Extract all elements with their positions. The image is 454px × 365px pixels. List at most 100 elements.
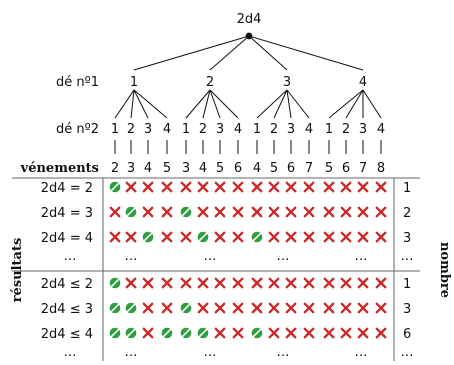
cross-icon (125, 231, 137, 243)
cross-icon (285, 181, 297, 193)
die2-nodes: 1 2 3 4 1 2 3 4 1 2 3 4 1 2 3 4 (111, 122, 385, 137)
svg-text:…: … (355, 249, 368, 264)
cross-icon (357, 302, 369, 314)
row-label-le3: 2d4 ≤ 3 (41, 302, 93, 317)
cross-icon (161, 231, 173, 243)
check-circle-icon (142, 231, 154, 243)
svg-text:4: 4 (163, 122, 171, 137)
cross-icon (251, 206, 263, 218)
svg-text:1: 1 (325, 122, 333, 137)
svg-text:7: 7 (305, 161, 313, 176)
root-branches (133, 35, 364, 71)
check-circle-icon (109, 327, 121, 339)
svg-text:3: 3 (216, 122, 224, 137)
svg-text:…: … (125, 249, 138, 264)
cross-icon (285, 327, 297, 339)
cross-icon (214, 206, 226, 218)
check-circle-icon (125, 302, 137, 314)
cross-icon (303, 277, 315, 289)
cross-icon (375, 231, 387, 243)
svg-text:…: … (277, 249, 290, 264)
cross-icon (161, 181, 173, 193)
results-table-grid (12, 177, 420, 361)
cross-icon (180, 277, 192, 289)
cross-icon (268, 231, 280, 243)
check-circle-icon (180, 206, 192, 218)
svg-text:6: 6 (342, 161, 350, 176)
count-column: 1 2 3 1 3 6 (403, 181, 411, 342)
cross-icon (142, 302, 154, 314)
count-eq3: 2 (403, 206, 411, 221)
svg-text:…: … (401, 249, 414, 264)
cross-icon (323, 277, 335, 289)
svg-text:2: 2 (342, 122, 350, 137)
cross-icon (125, 277, 137, 289)
cross-icon (340, 277, 352, 289)
events-label: vénements (20, 161, 99, 176)
cross-icon (323, 181, 335, 193)
svg-text:4: 4 (377, 122, 385, 137)
svg-text:2: 2 (111, 161, 119, 176)
tree-root-label: 2d4 (237, 12, 262, 27)
count-eq4: 3 (403, 231, 411, 246)
svg-text:2: 2 (127, 122, 135, 137)
row-label-ellipsis-bottom: … (64, 345, 77, 360)
cross-icon (268, 181, 280, 193)
column-ellipses: … … … … … … … … … … (125, 249, 414, 360)
cross-icon (142, 327, 154, 339)
count-eq2: 1 (403, 181, 411, 196)
die1-node-2: 2 (206, 75, 214, 90)
check-circle-icon (161, 327, 173, 339)
cross-icon (180, 231, 192, 243)
check-circle-icon (197, 327, 209, 339)
die1-node-4: 4 (359, 75, 367, 90)
cross-icon (357, 206, 369, 218)
die1-nodes: 1 2 3 4 (130, 75, 367, 90)
cross-icon (340, 327, 352, 339)
cross-icon (214, 231, 226, 243)
cross-icon (197, 181, 209, 193)
svg-text:7: 7 (359, 161, 367, 176)
cross-icon (303, 231, 315, 243)
cross-icon (197, 206, 209, 218)
subtree-branches (114, 89, 382, 119)
cross-icon (197, 302, 209, 314)
cross-icon (214, 277, 226, 289)
check-circle-icon (109, 302, 121, 314)
svg-text:1: 1 (182, 122, 190, 137)
row-label-eq4: 2d4 = 4 (41, 231, 93, 246)
cross-icon (375, 327, 387, 339)
cross-icon (375, 181, 387, 193)
cross-icon (214, 181, 226, 193)
check-circle-icon (125, 206, 137, 218)
svg-text:1: 1 (111, 122, 119, 137)
outcome-marks (109, 181, 387, 339)
cross-icon (303, 327, 315, 339)
check-circle-icon (251, 327, 263, 339)
cross-icon (340, 302, 352, 314)
cross-icon (268, 302, 280, 314)
die2-level-label: dé nº2 (56, 122, 99, 137)
svg-text:…: … (204, 249, 217, 264)
count-le3: 3 (403, 302, 411, 317)
results-axis-label: résultats (10, 238, 25, 303)
svg-text:5: 5 (325, 161, 333, 176)
cross-icon (251, 181, 263, 193)
svg-text:…: … (277, 345, 290, 360)
cross-icon (109, 231, 121, 243)
svg-text:5: 5 (216, 161, 224, 176)
row-label-le4: 2d4 ≤ 4 (41, 327, 93, 342)
svg-text:4: 4 (199, 161, 207, 176)
cross-icon (251, 302, 263, 314)
cross-icon (375, 206, 387, 218)
cross-icon (340, 231, 352, 243)
cross-icon (232, 277, 244, 289)
svg-text:4: 4 (144, 161, 152, 176)
cross-icon (161, 277, 173, 289)
svg-text:5: 5 (270, 161, 278, 176)
svg-text:2: 2 (270, 122, 278, 137)
cross-icon (251, 277, 263, 289)
cross-icon (375, 302, 387, 314)
svg-text:3: 3 (287, 122, 295, 137)
